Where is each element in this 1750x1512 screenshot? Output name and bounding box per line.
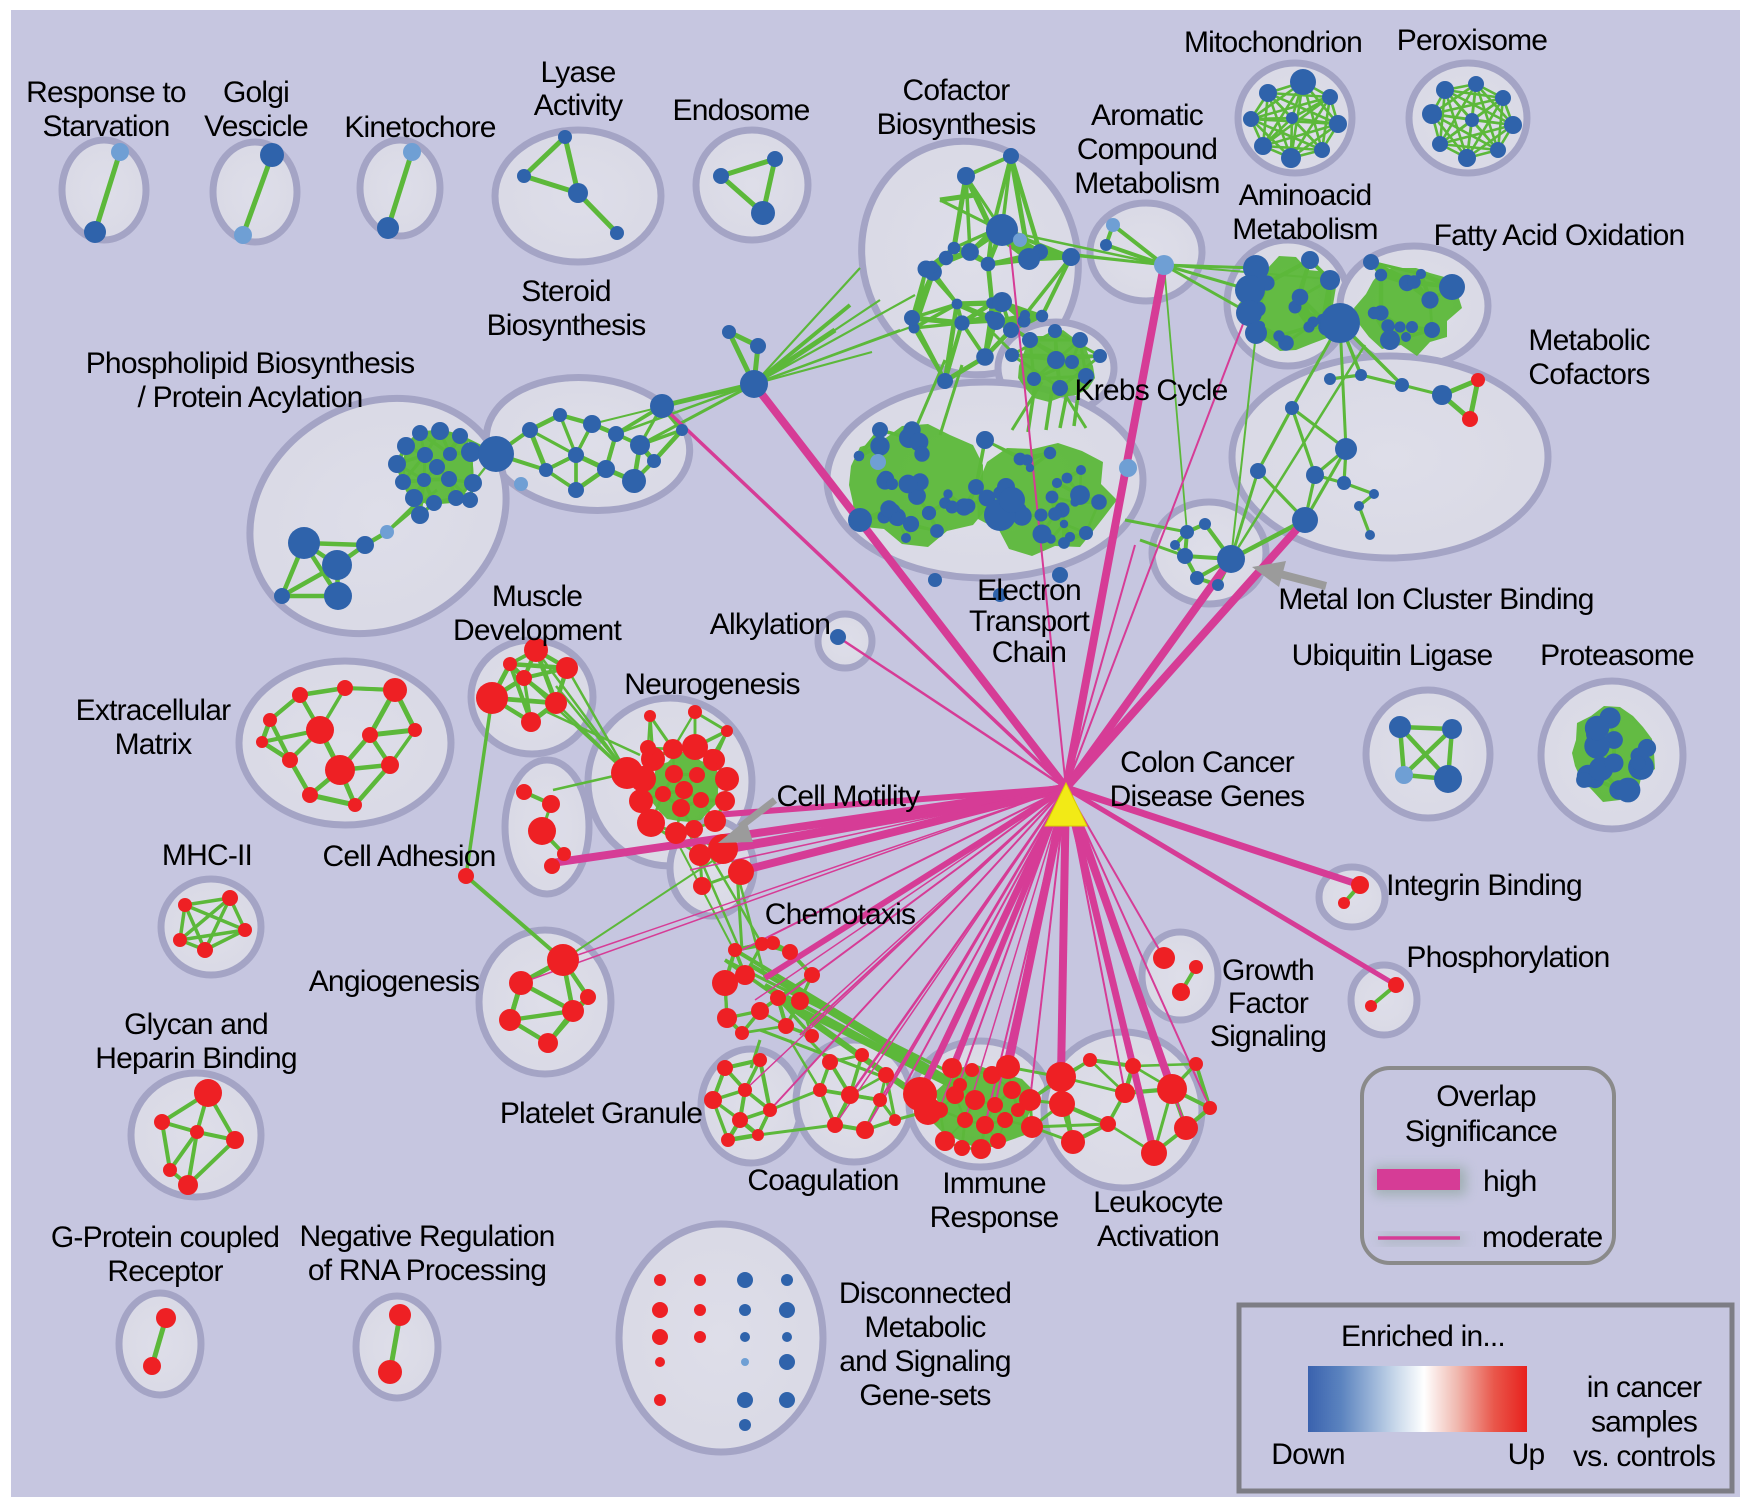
svg-text:Down: Down [1271, 1438, 1345, 1471]
svg-text:Kinetochore: Kinetochore [344, 111, 495, 144]
svg-text:Factor: Factor [1228, 987, 1309, 1020]
svg-text:Growth: Growth [1222, 954, 1314, 987]
svg-text:Metal Ion Cluster Binding: Metal Ion Cluster Binding [1278, 583, 1593, 616]
svg-text:Leukocyte: Leukocyte [1093, 1186, 1223, 1219]
svg-text:Overlap: Overlap [1436, 1080, 1536, 1113]
svg-text:Starvation: Starvation [42, 110, 169, 143]
svg-text:Golgi: Golgi [223, 76, 289, 109]
svg-text:Heparin Binding: Heparin Binding [95, 1042, 296, 1075]
svg-text:Platelet Granule: Platelet Granule [500, 1097, 702, 1130]
svg-text:Ubiquitin Ligase: Ubiquitin Ligase [1292, 639, 1493, 672]
svg-text:/ Protein Acylation: / Protein Acylation [138, 381, 363, 414]
svg-text:Endosome: Endosome [672, 94, 809, 127]
svg-text:Coagulation: Coagulation [747, 1164, 898, 1197]
svg-text:Aromatic: Aromatic [1091, 99, 1204, 132]
svg-text:Neurogenesis: Neurogenesis [624, 668, 800, 701]
svg-text:Peroxisome: Peroxisome [1397, 24, 1548, 57]
svg-text:Up: Up [1508, 1438, 1545, 1471]
svg-text:Vescicle: Vescicle [204, 110, 308, 143]
svg-text:Compound: Compound [1077, 133, 1217, 166]
svg-text:Matrix: Matrix [115, 728, 193, 761]
svg-text:Alkylation: Alkylation [710, 608, 830, 641]
svg-text:vs. controls: vs. controls [1573, 1440, 1715, 1473]
svg-text:Activation: Activation [1097, 1220, 1219, 1253]
svg-text:Mitochondrion: Mitochondrion [1184, 26, 1362, 59]
svg-text:high: high [1483, 1165, 1537, 1198]
svg-text:Negative Regulation: Negative Regulation [300, 1220, 555, 1253]
svg-text:Development: Development [453, 614, 622, 647]
svg-text:Immune: Immune [942, 1167, 1046, 1200]
svg-text:Cofactors: Cofactors [1528, 358, 1649, 391]
svg-text:G-Protein coupled: G-Protein coupled [51, 1221, 279, 1254]
svg-text:Signaling: Signaling [1210, 1020, 1326, 1053]
svg-text:Extracellular: Extracellular [76, 694, 231, 727]
svg-text:Activity: Activity [534, 89, 623, 122]
svg-text:and Signaling: and Signaling [839, 1345, 1010, 1378]
svg-text:Cofactor: Cofactor [903, 74, 1011, 107]
svg-text:Response to: Response to [26, 76, 186, 109]
svg-text:Response: Response [930, 1201, 1059, 1234]
svg-text:Biosynthesis: Biosynthesis [877, 108, 1036, 141]
svg-text:Phospholipid Biosynthesis: Phospholipid Biosynthesis [86, 347, 415, 380]
svg-text:Gene-sets: Gene-sets [859, 1379, 990, 1412]
svg-text:Disease Genes: Disease Genes [1110, 780, 1305, 813]
svg-text:Lyase: Lyase [541, 56, 616, 89]
svg-text:Transport: Transport [969, 605, 1091, 638]
svg-text:Angiogenesis: Angiogenesis [309, 965, 480, 998]
svg-text:Biosynthesis: Biosynthesis [487, 309, 646, 342]
svg-text:Glycan and: Glycan and [124, 1008, 268, 1041]
svg-text:Metabolism: Metabolism [1074, 167, 1219, 200]
svg-text:Metabolic: Metabolic [1528, 324, 1650, 357]
svg-text:Cell Motility: Cell Motility [777, 780, 921, 813]
svg-text:MHC-II: MHC-II [162, 839, 252, 872]
svg-text:Colon Cancer: Colon Cancer [1120, 746, 1295, 779]
svg-text:Proteasome: Proteasome [1540, 639, 1694, 672]
svg-text:Receptor: Receptor [107, 1255, 223, 1288]
svg-text:Fatty Acid Oxidation: Fatty Acid Oxidation [1434, 219, 1685, 252]
svg-text:Significance: Significance [1405, 1115, 1557, 1148]
svg-text:Krebs Cycle: Krebs Cycle [1075, 374, 1228, 407]
svg-text:Chain: Chain [992, 636, 1066, 669]
svg-text:samples: samples [1591, 1406, 1697, 1439]
svg-text:of RNA Processing: of RNA Processing [308, 1254, 546, 1287]
svg-text:Steroid: Steroid [521, 275, 610, 308]
svg-text:in cancer: in cancer [1587, 1371, 1702, 1404]
svg-text:Disconnected: Disconnected [839, 1277, 1011, 1310]
svg-text:Cell Adhesion: Cell Adhesion [322, 840, 495, 873]
svg-text:Muscle: Muscle [492, 580, 582, 613]
svg-text:Aminoacid: Aminoacid [1239, 179, 1372, 212]
svg-text:Enriched in...: Enriched in... [1341, 1320, 1505, 1353]
svg-text:Metabolic: Metabolic [864, 1311, 986, 1344]
svg-text:Phosphorylation: Phosphorylation [1406, 941, 1609, 974]
svg-text:moderate: moderate [1482, 1221, 1602, 1254]
svg-text:Integrin Binding: Integrin Binding [1386, 869, 1582, 902]
svg-text:Metabolism: Metabolism [1232, 213, 1377, 246]
svg-text:Chemotaxis: Chemotaxis [765, 898, 915, 931]
svg-text:Electron: Electron [977, 574, 1081, 607]
